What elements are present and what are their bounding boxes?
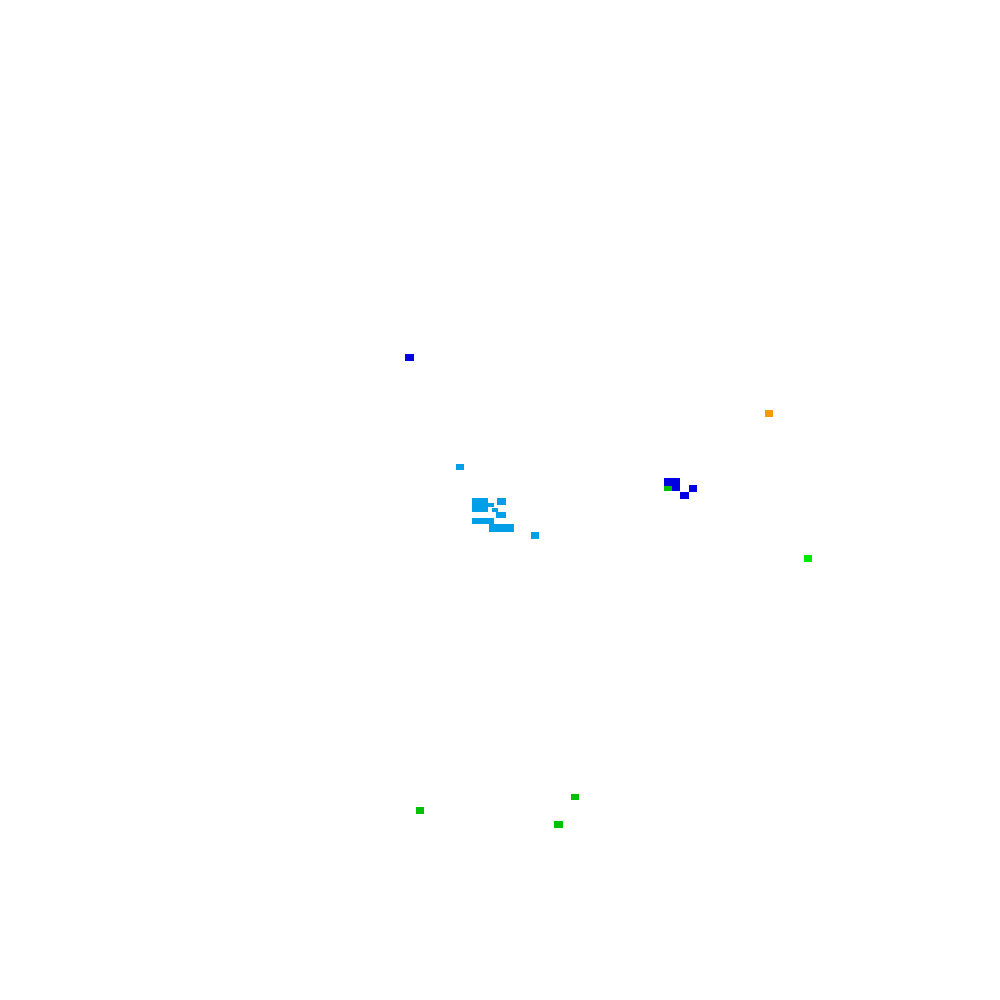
dark-blue-cluster-right-part-2 — [672, 486, 680, 491]
light-blue-cluster-part-1 — [472, 498, 488, 512]
light-blue-cluster-part-6 — [472, 518, 494, 524]
light-blue-dot-lower — [531, 532, 539, 539]
dark-blue-cluster-right-part-3 — [680, 492, 689, 499]
light-blue-cluster-part-5 — [496, 512, 506, 518]
dark-blue-dot-upper-left — [405, 354, 414, 361]
light-blue-dot-single — [456, 464, 464, 470]
bright-green-dot-right — [804, 555, 812, 562]
green-dot-lower-middle-top — [571, 794, 579, 800]
light-blue-cluster-part-3 — [492, 508, 498, 512]
dark-blue-cluster-right-part-1 — [664, 478, 680, 486]
orange-dot — [765, 410, 773, 417]
light-blue-cluster-part-2 — [488, 503, 494, 507]
green-dot-in-blue-cluster — [664, 486, 672, 491]
green-dot-lower-left — [416, 807, 424, 814]
dark-blue-cluster-right-part-4 — [689, 485, 697, 492]
light-blue-cluster-part-7 — [489, 524, 514, 532]
green-dot-lower-middle-bottom — [554, 821, 563, 828]
light-blue-cluster-part-4 — [497, 498, 506, 505]
